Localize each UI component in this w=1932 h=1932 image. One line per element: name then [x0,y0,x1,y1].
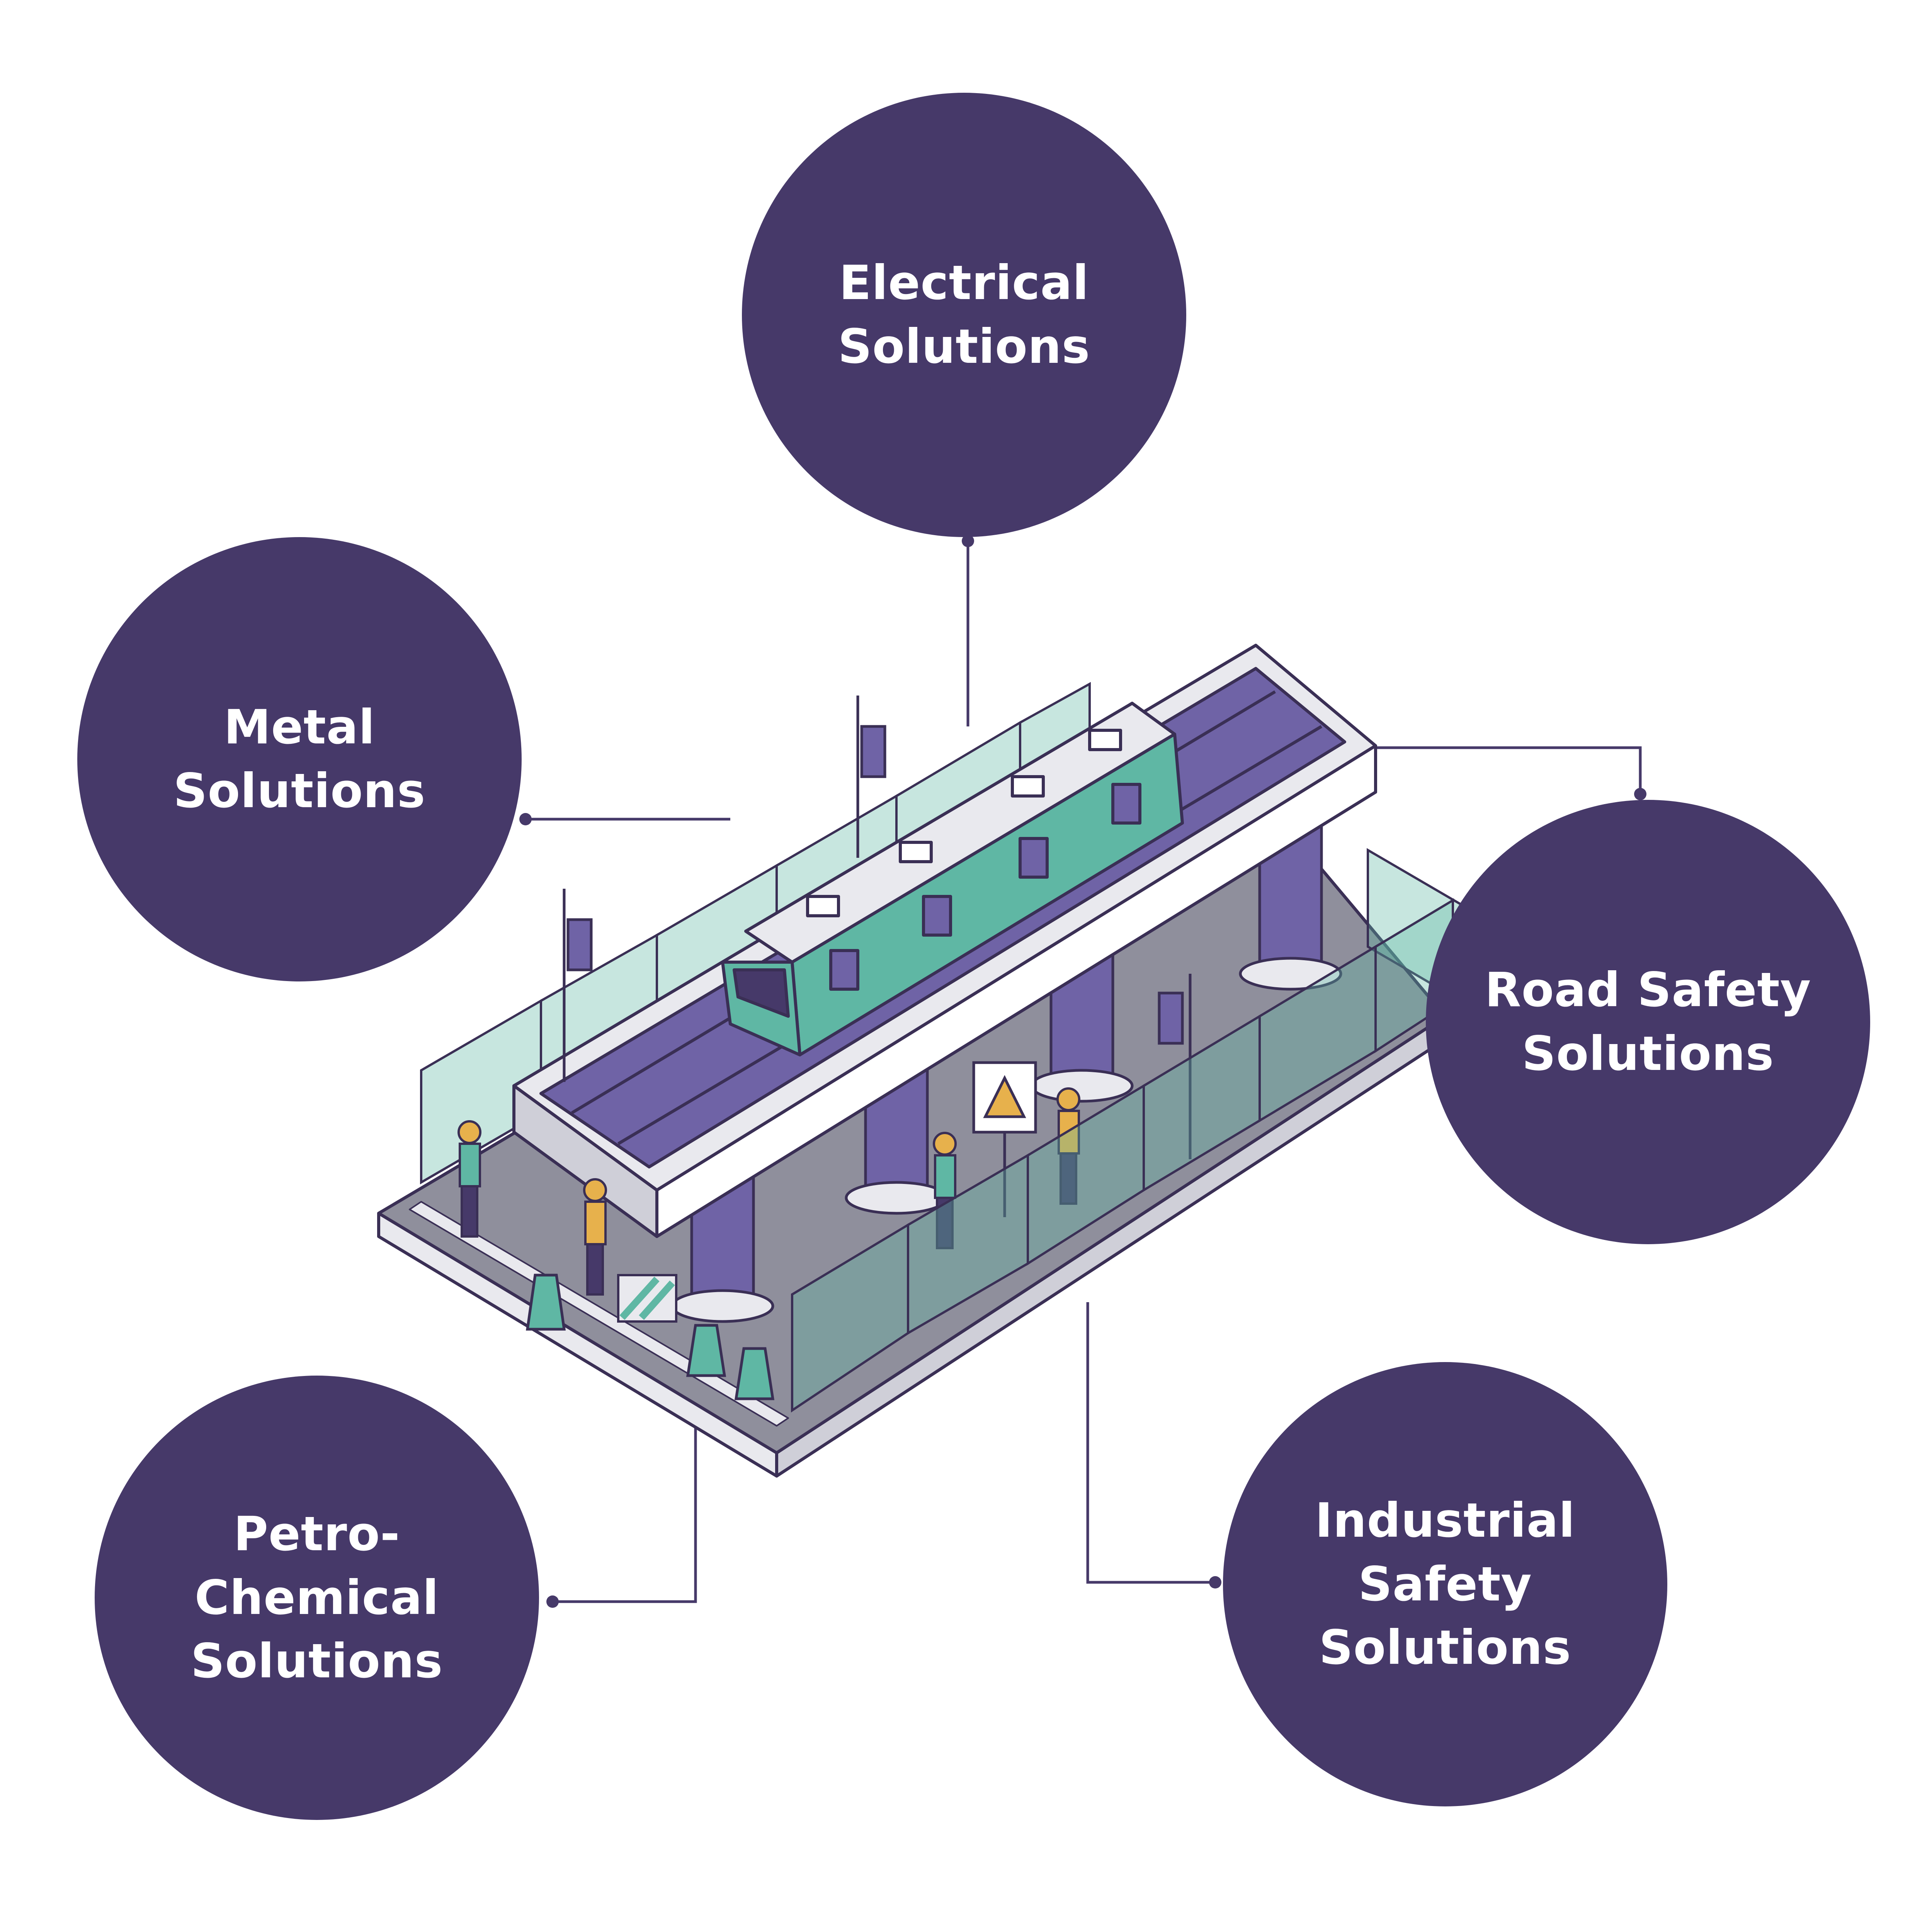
train-window [922,895,952,937]
train-icon [721,702,1184,1056]
pillar-base [1030,1069,1134,1103]
train-window [829,949,859,991]
train-windows [829,783,1141,991]
signal-box [566,918,593,971]
signal-box [1158,992,1184,1045]
worker-helmet [583,1178,607,1202]
train-window [1019,837,1049,879]
metal-solutions-node: Metal Solutions [77,537,522,981]
road-safety-solutions-node: Road Safety Solutions [1426,800,1870,1244]
connector-road [1376,746,1642,794]
roof-unit [1011,775,1045,798]
roof-unit [1088,729,1122,751]
worker-body [934,1154,956,1199]
cone [686,1324,726,1377]
train-windshield [733,968,790,1018]
node-label: Electrical Solutions [838,255,1090,374]
traffic-cone-icon [526,1274,775,1400]
cone [734,1347,775,1400]
roof-unit [806,895,840,917]
node-label: Metal Solutions [173,700,426,818]
worker-legs [1060,1152,1077,1205]
worker-helmet [1056,1087,1080,1111]
roof-units [806,729,1122,917]
connector-dot [962,535,974,547]
viaduct-end [512,1084,658,1238]
connector-dot [546,1595,559,1608]
traffic-light-icon [563,696,1192,1159]
pillar-base [671,1289,774,1323]
node-label: Industrial Safety Solutions [1315,1493,1575,1675]
connector-industrial [1086,1302,1215,1584]
node-label: Road Safety Solutions [1485,963,1811,1081]
connector-petro [553,1410,697,1603]
roof-unit [899,841,933,863]
worker-helmet [457,1120,481,1144]
node-label: Petro- Chemical Solutions [190,1506,443,1689]
train-window [1111,783,1141,825]
signal-box [860,725,886,778]
barrier-stripe [619,1276,660,1320]
barrier-icon [617,1274,677,1323]
worker-body [459,1143,481,1187]
barrier-stripe [639,1281,675,1320]
industrial-safety-solutions-node: Industrial Safety Solutions [1223,1362,1667,1806]
worker-body [584,1201,607,1245]
worker-legs [586,1243,604,1296]
pillar-base [845,1181,948,1215]
warning-triangle [983,1075,1026,1118]
worker-icon [457,1087,1080,1296]
cone [526,1274,566,1331]
connector-dot [519,813,532,825]
connector-dot [1209,1576,1221,1588]
warning-sign-icon [972,1061,1037,1217]
worker-legs [461,1185,478,1238]
electrical-solutions-node: Electrical Solutions [742,93,1186,537]
connector-lines [526,541,1642,1603]
worker-helmet [933,1132,957,1156]
connector-dots [519,535,1646,1608]
connector-dot [1634,788,1646,800]
petro-chemical-solutions-node: Petro- Chemical Solutions [95,1376,539,1820]
